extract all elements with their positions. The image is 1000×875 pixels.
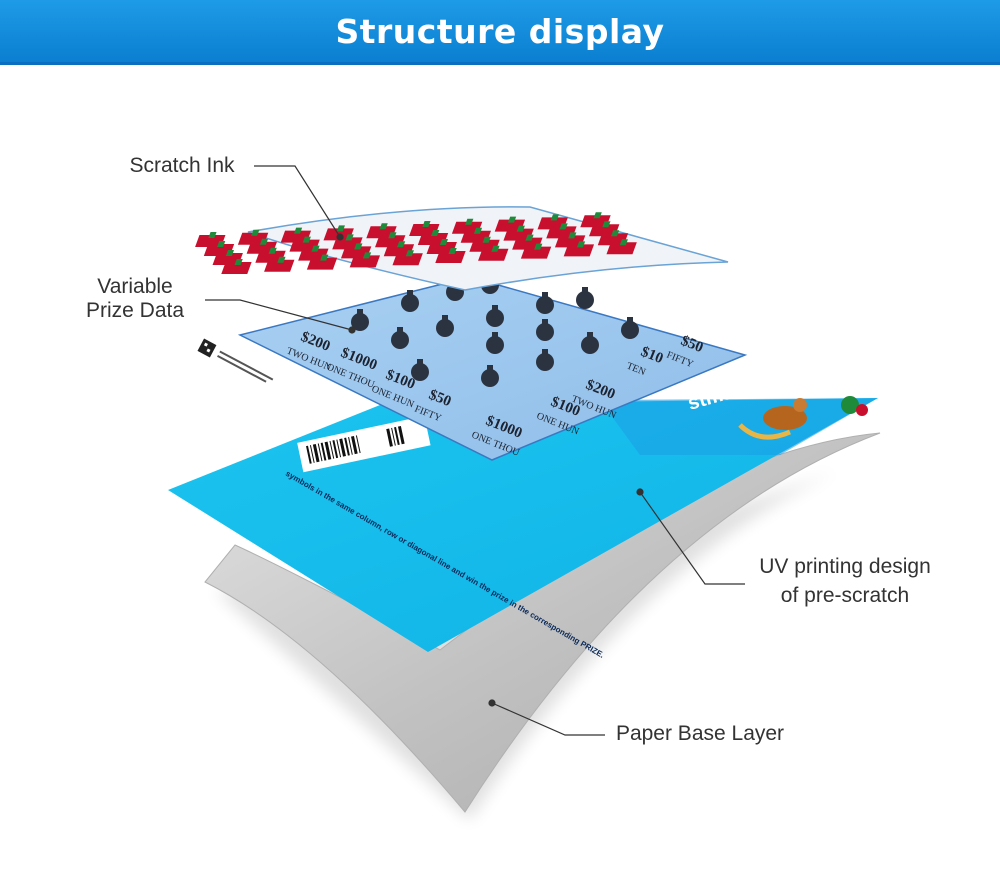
prize-symbol-icon <box>581 332 599 354</box>
callout-lines <box>205 165 745 736</box>
gift-icon <box>435 248 466 263</box>
prize-amount: $50 <box>427 387 454 410</box>
reindeer-icon <box>738 396 868 440</box>
page-title: Structure display <box>335 11 665 51</box>
prize-symbol-icon <box>401 290 419 312</box>
prize-symbol-icon <box>536 319 554 341</box>
prize-symbol-icon <box>536 292 554 314</box>
label-scratch-ink: Scratch Ink <box>129 154 235 177</box>
prize-amount: $50 <box>679 333 706 356</box>
prize-symbol-icon <box>486 332 504 354</box>
prize-symbol-icon <box>351 309 369 331</box>
gift-icon <box>264 256 295 272</box>
barcode-label <box>297 415 431 473</box>
prize-symbol-icon <box>411 359 429 381</box>
uv-printing-layer: stmas! symbols in the same column, row o… <box>168 376 878 660</box>
gift-icon <box>606 239 637 255</box>
callout-uv <box>639 491 745 585</box>
prize-symbol-icon <box>391 327 409 349</box>
header-banner: Structure display <box>0 0 1000 65</box>
prize-amount: $10 <box>639 344 666 367</box>
gift-icon <box>520 243 552 259</box>
callout-variable-prize <box>205 299 353 331</box>
gift-icon <box>221 259 252 274</box>
gift-icon <box>478 245 509 261</box>
prize-symbol-icon <box>436 315 454 337</box>
prize-symbol-icon <box>481 365 499 387</box>
callout-paper <box>491 702 605 736</box>
prize-symbol-icon <box>621 317 639 339</box>
gift-icon <box>563 241 595 257</box>
prize-symbol-icon <box>536 349 554 371</box>
scratch-ink-layer <box>195 206 729 291</box>
label-variable-prize-line1: Variable <box>97 275 173 298</box>
label-variable-prize-line2: Prize Data <box>85 299 185 322</box>
label-uv-line2: of pre-scratch <box>780 584 910 607</box>
scratch-gift-grid <box>195 212 637 274</box>
gift-icon <box>306 254 338 270</box>
prize-icons <box>351 272 639 387</box>
prize-symbol-icon <box>576 287 594 309</box>
qr-code-icon <box>197 338 274 383</box>
prize-symbol-icon <box>486 305 504 327</box>
gift-icon <box>349 252 381 268</box>
label-uv-line1: UV printing design <box>759 555 931 578</box>
gift-icon <box>392 250 423 266</box>
label-paper-base: Paper Base Layer <box>615 722 785 745</box>
callout-scratch-ink <box>254 165 341 238</box>
